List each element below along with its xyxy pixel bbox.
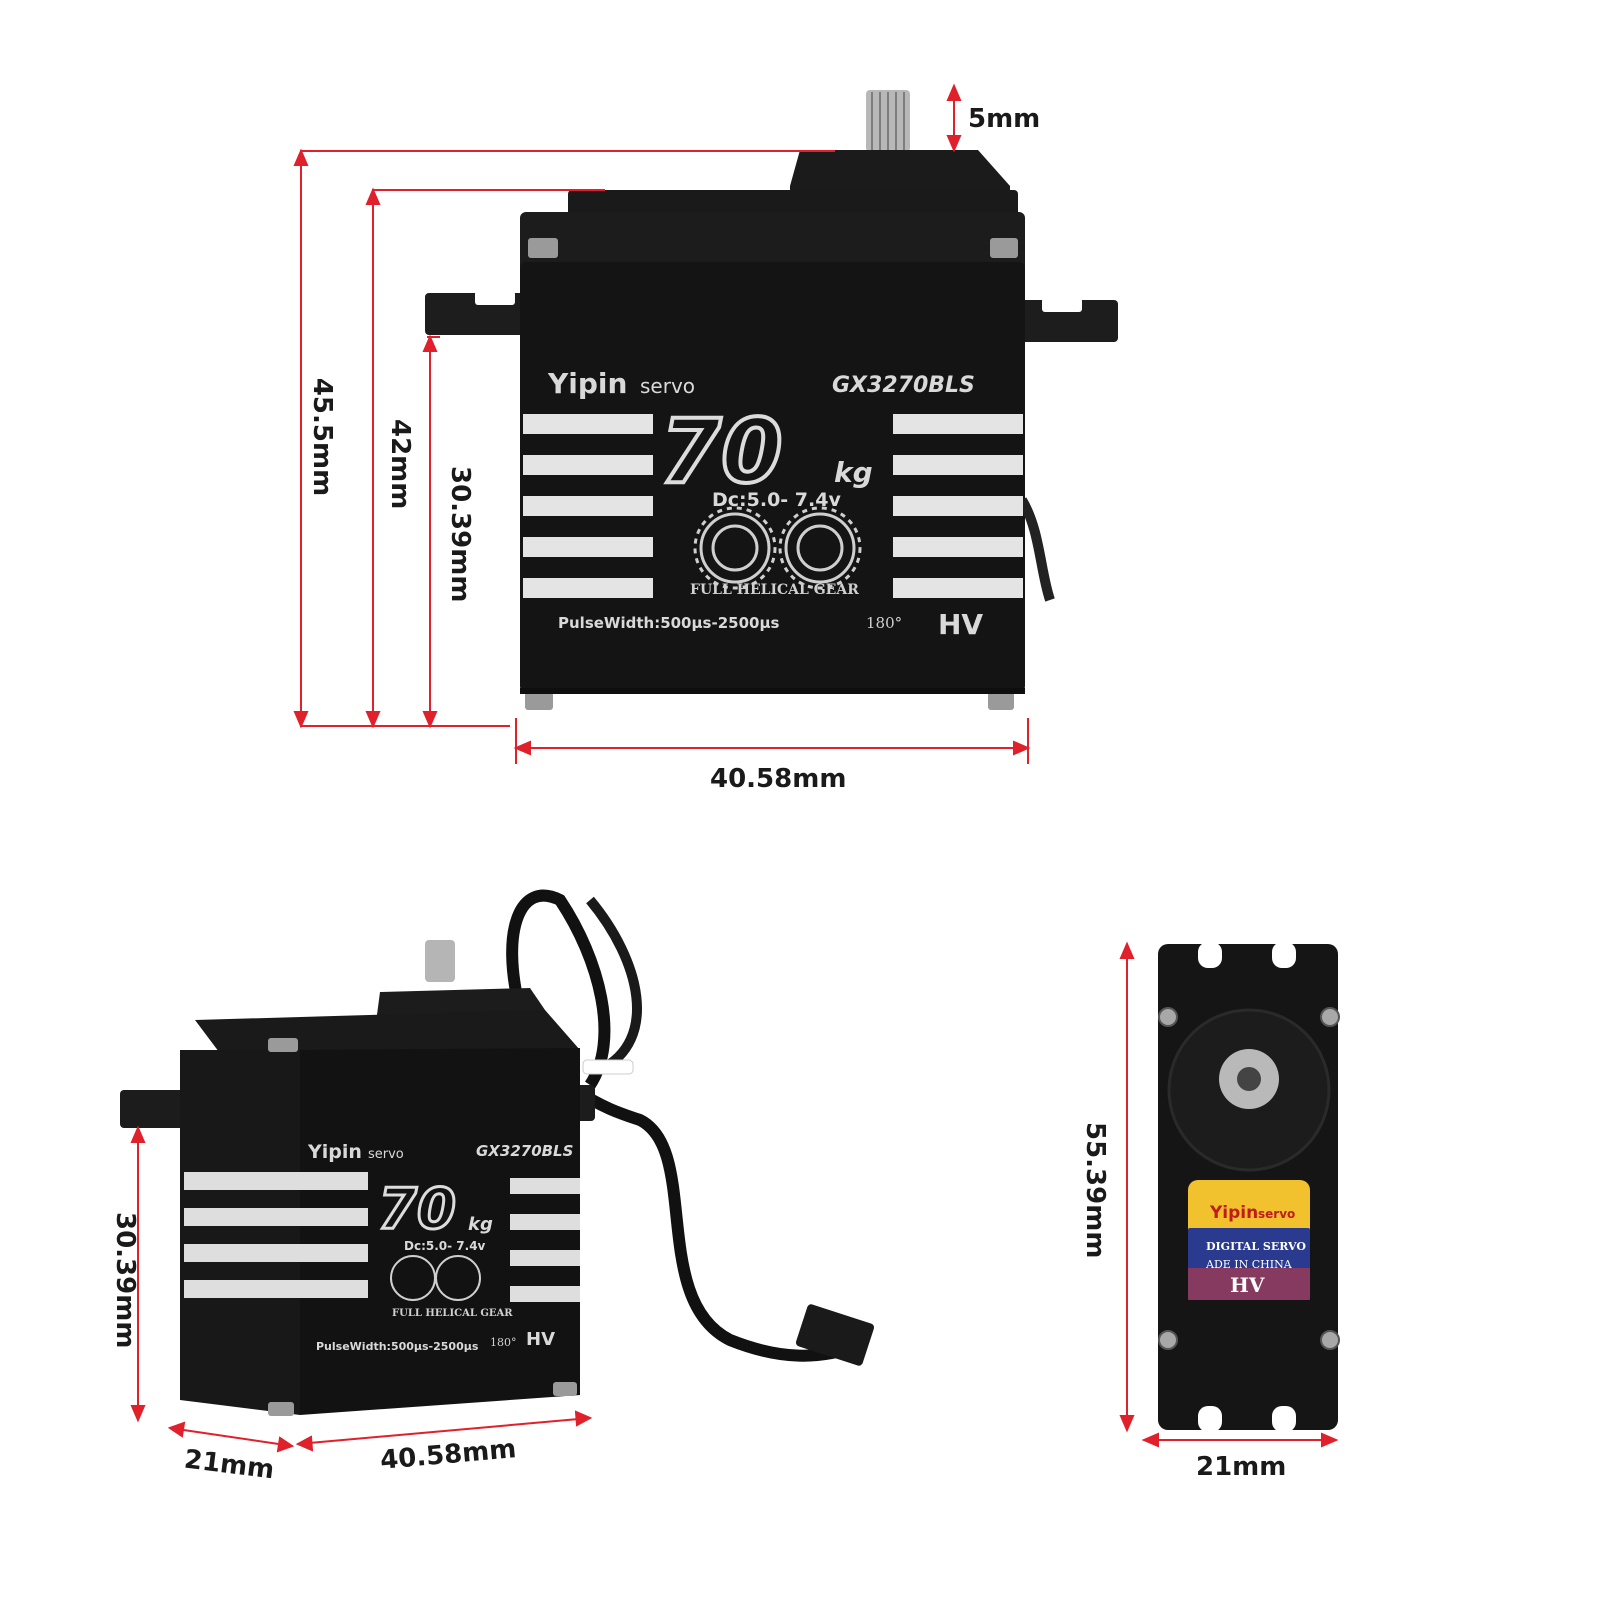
screw (990, 238, 1018, 258)
label-line1: DIGITAL SERVO (1206, 1240, 1306, 1253)
side-model: GX3270BLS (476, 1142, 573, 1160)
front-hv: HV (938, 608, 983, 641)
bottom-dimension-lines (1119, 941, 1339, 1448)
side-angle: 180° (490, 1336, 517, 1349)
dim-side-height: 30.39mm (110, 1212, 140, 1349)
front-torque-unit: kg (834, 456, 873, 489)
side-torque-unit: kg (468, 1214, 493, 1235)
dim-total-height: 45.5mm (307, 377, 337, 497)
front-model: GX3270BLS (832, 373, 975, 398)
front-pulse: PulseWidth:500μs-2500μs (558, 614, 779, 632)
side-servo: Yipin servo GX3270BLS 70 kg Dc:5.0- 7.4v… (120, 889, 875, 1416)
dim-width-front: 40.58mm (710, 764, 847, 794)
front-brand-suffix: servo (640, 374, 695, 398)
label-line3: HV (1230, 1273, 1265, 1297)
mounting-tab-right (1000, 300, 1118, 342)
side-gear-text: FULL HELICAL GEAR (392, 1308, 513, 1319)
screw (1320, 1007, 1340, 1027)
screw (988, 692, 1014, 710)
dim-bottom-length: 55.39mm (1080, 1122, 1110, 1259)
servo-connector (795, 1304, 875, 1366)
front-dimension-lines (293, 83, 1031, 764)
dim-bottom-width: 21mm (1196, 1452, 1287, 1482)
label-line2: ADE IN CHINA (1205, 1258, 1293, 1271)
screw (528, 238, 558, 258)
screw (1158, 1007, 1178, 1027)
front-angle: 180° (866, 614, 902, 632)
side-hv: HV (526, 1329, 555, 1350)
screw (525, 692, 553, 710)
bottom-servo: Yipin servo DIGITAL SERVO ADE IN CHINA H… (1158, 942, 1340, 1432)
side-torque: 70 (378, 1177, 456, 1242)
screw (1320, 1330, 1340, 1350)
dim-case-height: 30.39mm (445, 466, 475, 603)
side-dimension-lines (130, 1125, 593, 1453)
screw (1158, 1330, 1178, 1350)
side-pulse: PulseWidth:500μs-2500μs (316, 1340, 479, 1353)
front-gear-text: FULL HELICAL GEAR (690, 582, 859, 598)
front-brand: Yipin (547, 367, 627, 400)
side-brand: Yipin (307, 1141, 362, 1163)
front-voltage: Dc:5.0- 7.4v (712, 489, 841, 511)
dim-top-gear: 5mm (968, 104, 1041, 134)
front-torque: 70 (660, 400, 782, 503)
dim-body-height: 42mm (385, 419, 415, 510)
side-voltage: Dc:5.0- 7.4v (404, 1239, 486, 1253)
side-brand-suffix: servo (368, 1147, 404, 1162)
label-brand-suffix: servo (1258, 1207, 1295, 1221)
label-brand: Yipin (1209, 1203, 1258, 1223)
